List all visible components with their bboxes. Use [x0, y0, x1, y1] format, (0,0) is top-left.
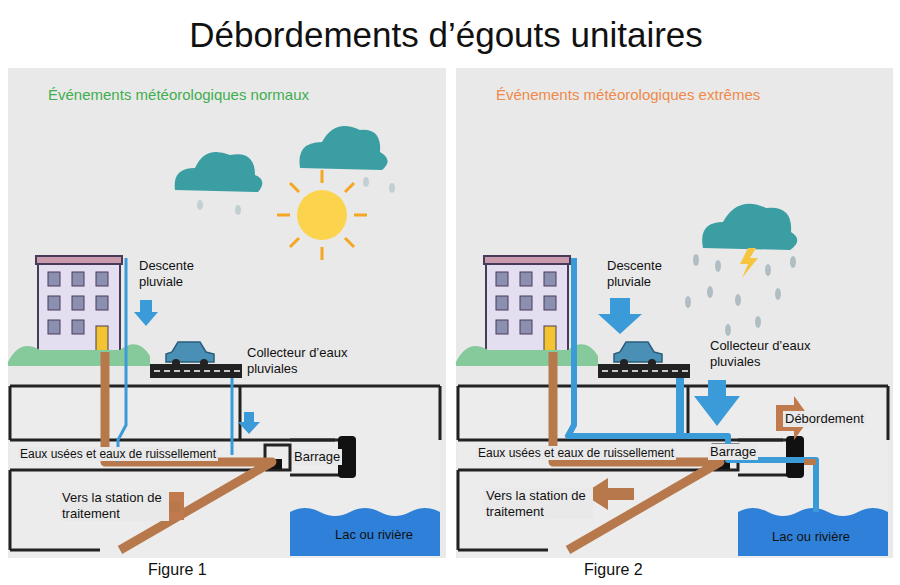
figure-caption: Figure 1 — [148, 560, 207, 579]
part-label: Lac ou rivière — [770, 529, 852, 545]
part-label: Vers la station de traitement — [60, 490, 169, 521]
panel-heading: Événements météorologiques extrêmes — [496, 86, 760, 104]
diagram-title: Débordements d’égouts unitaires — [0, 14, 896, 56]
part-label: Descente pluviale — [605, 258, 689, 289]
part-label: Collecteur d’eaux pluviales — [245, 345, 374, 376]
part-label: Débordement — [783, 411, 866, 427]
part-label: Vers la station de traitement — [484, 488, 593, 519]
part-label: Descente pluviale — [137, 258, 221, 289]
figure-caption: Figure 2 — [584, 560, 643, 579]
part-label: Collecteur d’eaux pluviales — [708, 338, 837, 369]
part-label: Eaux usées et eaux de ruissellement — [18, 447, 218, 461]
part-label: Barrage — [292, 449, 342, 465]
part-label: Eaux usées et eaux de ruissellement — [476, 446, 676, 460]
panel-heading: Événements météorologiques normaux — [48, 86, 309, 104]
part-label: Barrage — [708, 444, 758, 460]
part-label: Lac ou rivière — [333, 527, 415, 543]
